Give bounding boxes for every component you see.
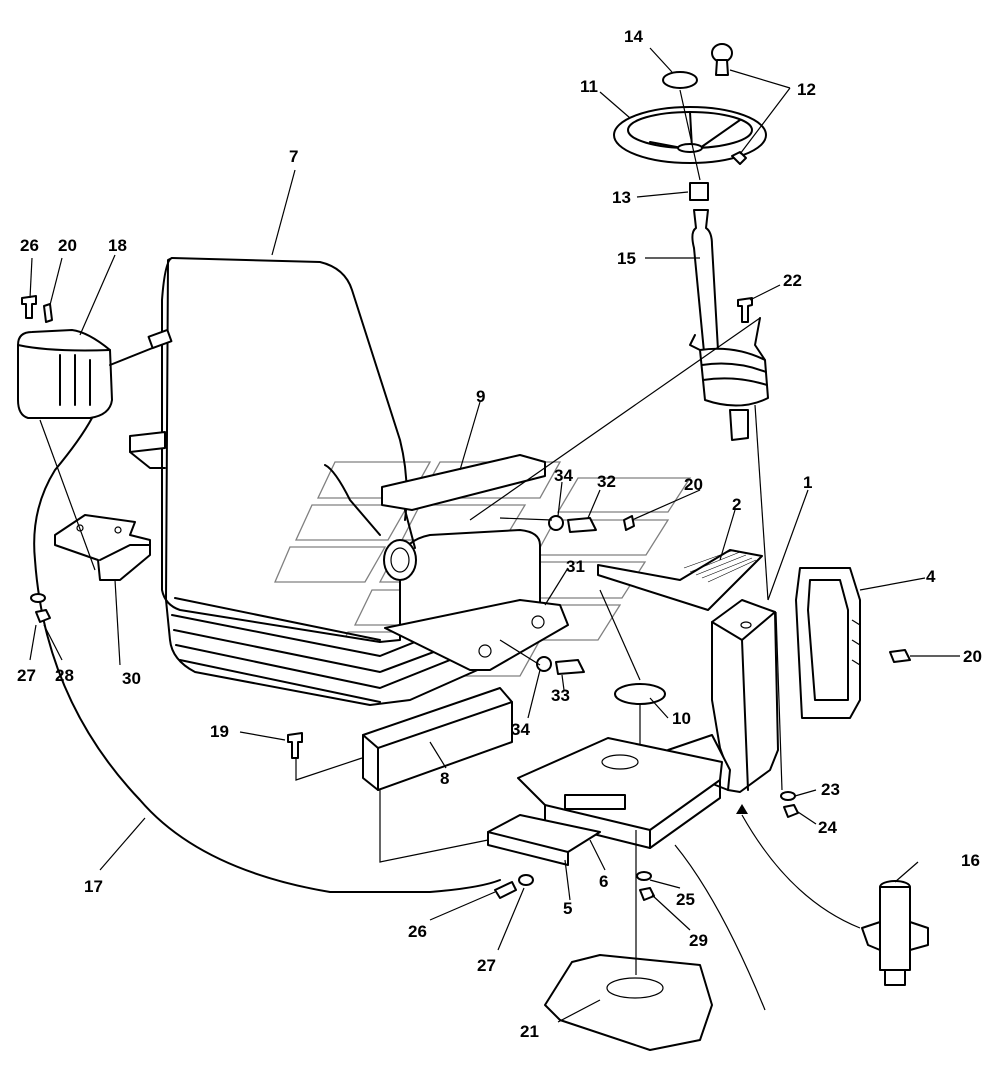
callout-27-left: 27 xyxy=(17,666,36,685)
callout-16: 16 xyxy=(961,851,980,870)
callout-4: 4 xyxy=(926,567,936,586)
floor-plate-21 xyxy=(544,954,713,1051)
callout-19: 19 xyxy=(210,722,229,741)
callout-28: 28 xyxy=(55,666,74,685)
callout-2: 2 xyxy=(732,495,741,514)
callout-13: 13 xyxy=(612,188,631,207)
plate-10 xyxy=(614,683,666,705)
callout-17: 17 xyxy=(84,877,103,896)
cover-4 xyxy=(795,567,861,719)
callout-20-top: 20 xyxy=(58,236,77,255)
callout-21: 21 xyxy=(520,1022,539,1041)
mounting-plate-6 xyxy=(517,737,723,849)
callout-labels: 1 2 4 5 6 7 8 9 10 11 12 13 14 15 16 17 … xyxy=(17,27,982,1041)
callout-31: 31 xyxy=(566,557,585,576)
cap-14 xyxy=(662,71,698,89)
callout-20-mid: 20 xyxy=(684,475,703,494)
callout-24: 24 xyxy=(818,818,837,837)
callout-34-top: 34 xyxy=(554,466,573,485)
knob-12 xyxy=(711,43,747,165)
pivot-16 xyxy=(861,880,929,986)
base-beam-8 xyxy=(362,687,513,791)
callout-7: 7 xyxy=(289,147,298,166)
callout-20-right: 20 xyxy=(963,647,982,666)
bushing-13 xyxy=(689,182,709,201)
rail-5 xyxy=(487,814,601,866)
callout-1: 1 xyxy=(803,473,812,492)
callout-30: 30 xyxy=(122,669,141,688)
callout-15: 15 xyxy=(617,249,636,268)
callout-27-bottom: 27 xyxy=(477,956,496,975)
callout-11: 11 xyxy=(580,77,598,96)
callout-14: 14 xyxy=(624,27,643,46)
callout-5: 5 xyxy=(563,899,572,918)
pedal-2 xyxy=(597,549,763,611)
callout-8: 8 xyxy=(440,769,449,788)
callout-6: 6 xyxy=(599,872,608,891)
callout-34-bottom: 34 xyxy=(511,720,530,739)
callout-18: 18 xyxy=(108,236,127,255)
bolt-22 xyxy=(737,297,753,323)
control-box-18 xyxy=(17,328,173,419)
callout-23: 23 xyxy=(821,780,840,799)
callout-29: 29 xyxy=(689,931,708,950)
callout-12: 12 xyxy=(797,80,816,99)
callout-22: 22 xyxy=(783,271,802,290)
seat-7 xyxy=(129,257,569,706)
callout-33: 33 xyxy=(551,686,570,705)
callout-26-bottom: 26 xyxy=(408,922,427,941)
leader-lines xyxy=(29,47,960,1023)
steering-column-15 xyxy=(689,209,769,441)
callout-32: 32 xyxy=(597,472,616,491)
callout-10: 10 xyxy=(672,709,691,728)
hardware-fasteners xyxy=(21,295,911,901)
callout-25: 25 xyxy=(676,890,695,909)
callout-9: 9 xyxy=(476,387,485,406)
bracket-30 xyxy=(54,514,151,581)
cable-17 xyxy=(33,417,501,893)
callout-26-top: 26 xyxy=(20,236,39,255)
